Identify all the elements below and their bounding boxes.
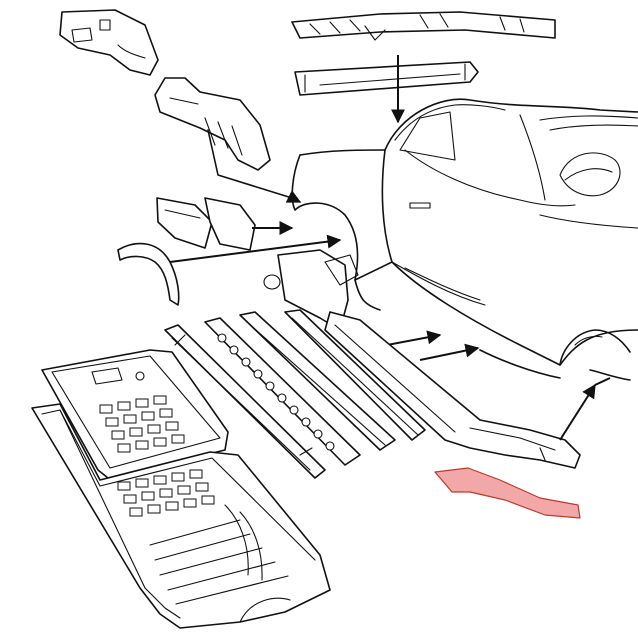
line-fender-to-body (207, 129, 293, 199)
car-body (291, 98, 638, 381)
inner-fender-panel (154, 77, 271, 171)
arrow-tail (594, 377, 611, 386)
front-apron-panel (59, 9, 159, 76)
wheel-arch-piece (117, 242, 180, 306)
upper-floor-panel (41, 349, 229, 479)
roof-panel-lower (294, 61, 479, 96)
lower-floor-pan (31, 403, 331, 629)
arrow-sill-to-rear (559, 383, 596, 441)
rear-floor-support-channel (434, 467, 581, 519)
arrow-sill-to-body-2 (419, 343, 480, 361)
roof-panel-upper (291, 11, 556, 41)
upper-floor-grid (99, 395, 185, 453)
outer-rocker-panel (164, 324, 326, 479)
quarter-panel-pieces (156, 197, 256, 251)
main-longitudinal-sill (324, 311, 581, 469)
arrow-wheel-arch (169, 234, 342, 263)
lower-floor-grid (117, 469, 215, 517)
perforated-sill-member (204, 317, 361, 466)
rocker-reinforcement (284, 309, 426, 441)
inner-rocker-channel (239, 311, 396, 451)
lower-floor-ribs (149, 504, 289, 605)
arrow-fender (285, 190, 302, 203)
